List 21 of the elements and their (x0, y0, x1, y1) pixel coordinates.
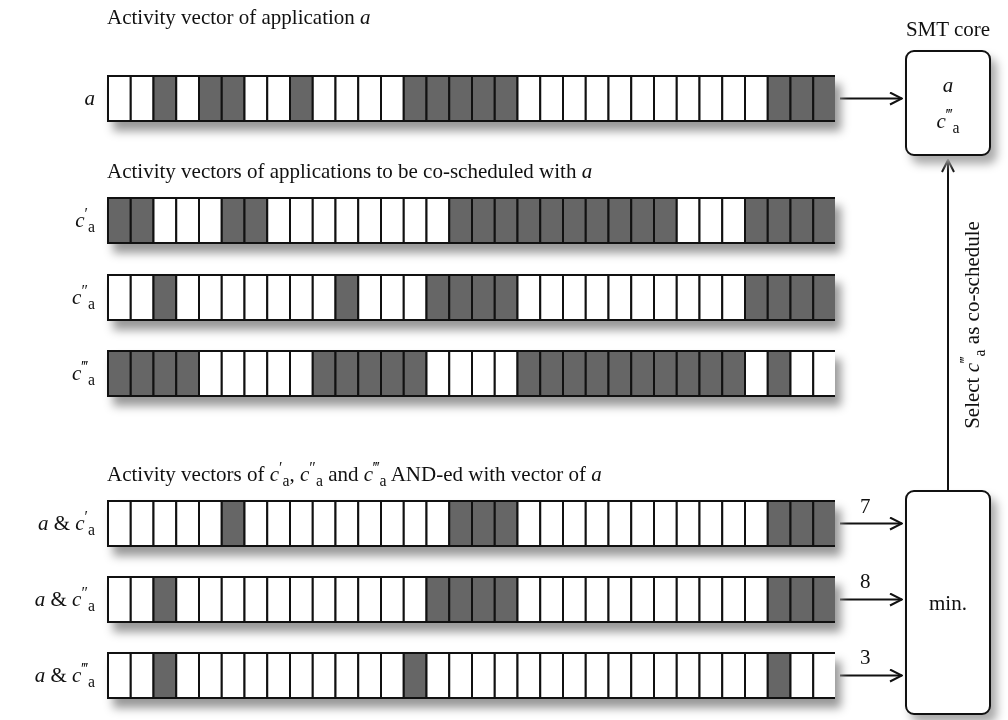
bit-vector (107, 576, 835, 623)
box-text: min. (929, 591, 967, 615)
edge-label: 7 (860, 495, 871, 519)
bit-vector (107, 274, 835, 321)
bit-vector (107, 75, 835, 122)
bit-vector (107, 500, 835, 547)
bit-vector (107, 350, 835, 397)
section-heading: Activity vector of application a (107, 6, 371, 30)
box-heading: SMT core (905, 18, 991, 42)
box-text: a (942, 74, 954, 98)
edge-label: 8 (860, 570, 871, 594)
arrow (941, 159, 955, 491)
bit-vector (107, 652, 835, 699)
arrow (839, 516, 903, 531)
arrow (839, 91, 903, 106)
bit-vector (107, 197, 835, 244)
row-label: a (84, 87, 95, 111)
arrow (839, 668, 903, 683)
section-heading: Activity vectors of applications to be co-scheduled with a (107, 160, 593, 184)
arrow (839, 592, 903, 607)
edge-label: 3 (860, 646, 871, 670)
